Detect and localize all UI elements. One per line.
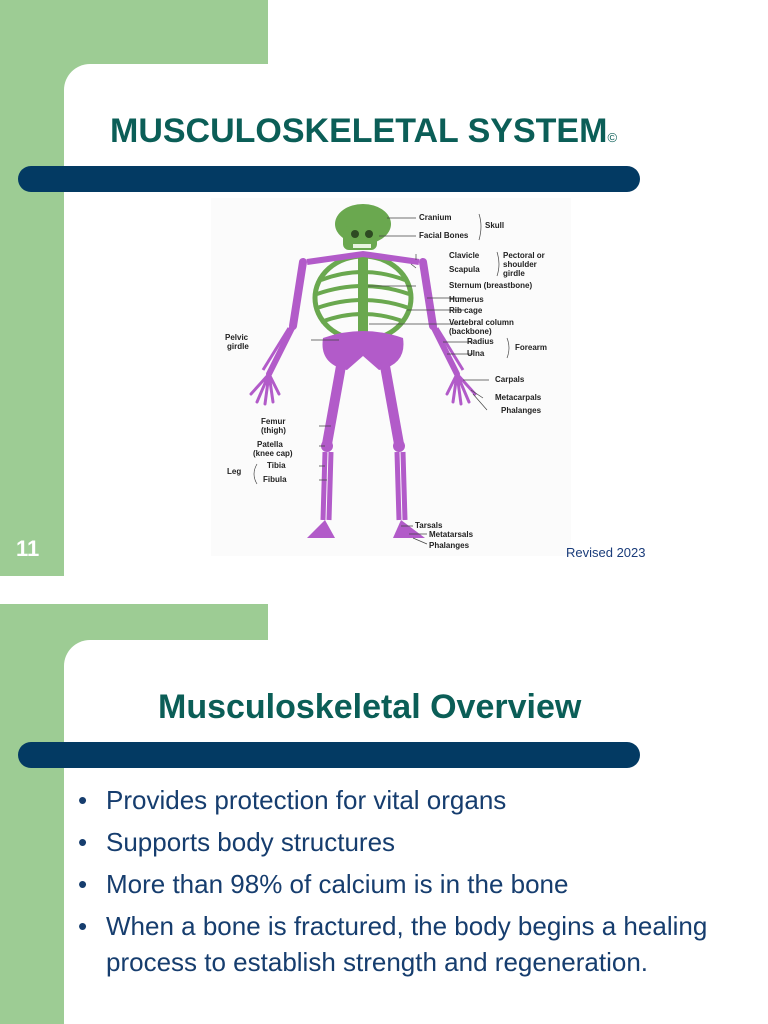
label-pectoral-2: shoulder — [503, 260, 537, 269]
left-hand — [249, 372, 281, 406]
label-femur-2: (thigh) — [261, 426, 286, 435]
slide1-title-bar — [18, 166, 640, 192]
slide1-title-text: MUSCULOSKELETAL SYSTEM — [110, 112, 608, 150]
right-femur — [380, 361, 404, 449]
label-rib-cage: Rib cage — [449, 306, 483, 315]
label-metacarpals: Metacarpals — [495, 393, 542, 402]
label-humerus: Humerus — [449, 295, 484, 304]
label-skull: Skull — [485, 221, 504, 230]
bullet-item: More than 98% of calcium is in the bone — [76, 866, 736, 902]
left-tibia — [320, 451, 334, 521]
label-forearm: Forearm — [515, 343, 547, 352]
left-humerus — [289, 258, 307, 330]
left-forearm — [266, 323, 296, 377]
label-pectoral-1: Pectoral or — [503, 251, 545, 260]
label-femur-1: Femur — [261, 417, 285, 426]
label-metatarsals: Metatarsals — [429, 530, 474, 539]
label-radius: Radius — [467, 337, 494, 346]
bullet-item: Provides protection for vital organs — [76, 782, 736, 818]
bullet-item: Supports body structures — [76, 824, 736, 860]
slide1-title: MUSCULOSKELETAL SYSTEM© — [110, 112, 617, 151]
label-vertebral-1: Vertebral column — [449, 318, 514, 327]
pelvis-shape — [322, 331, 404, 370]
label-sternum: Sternum (breastbone) — [449, 281, 532, 290]
right-humerus — [419, 258, 437, 330]
label-scapula: Scapula — [449, 265, 480, 274]
slide2-title-bar — [18, 742, 640, 768]
bullet-item: When a bone is fractured, the body begin… — [76, 908, 736, 980]
label-phalanges-foot: Phalanges — [429, 541, 470, 550]
label-pelvic-2: girdle — [227, 342, 249, 351]
skeleton-illustration: Cranium Skull Facial Bones Clavicle Scap… — [225, 204, 547, 550]
left-foot — [307, 520, 335, 538]
label-fibula: Fibula — [263, 475, 287, 484]
label-patella-1: Patella — [257, 440, 283, 449]
label-facial-bones: Facial Bones — [419, 231, 469, 240]
right-forearm — [430, 323, 460, 377]
label-cranium: Cranium — [419, 213, 451, 222]
footer-revised: Revised 2023 — [566, 545, 646, 560]
label-pelvic-1: Pelvic — [225, 333, 249, 342]
left-femur — [322, 361, 346, 449]
slide-number: 11 — [16, 536, 40, 561]
right-foot — [393, 520, 425, 538]
label-vertebral-2: (backbone) — [449, 327, 492, 336]
overview-bullet-list: Provides protection for vital organs Sup… — [76, 782, 736, 986]
label-patella-2: (knee cap) — [253, 449, 293, 458]
clavicle-shape — [306, 250, 420, 265]
label-phalanges-hand: Phalanges — [501, 406, 542, 415]
label-tarsals: Tarsals — [415, 521, 443, 530]
label-leg: Leg — [227, 467, 241, 476]
label-pectoral-3: girdle — [503, 269, 525, 278]
copyright-mark: © — [607, 130, 618, 145]
slide2-title: Musculoskeletal Overview — [158, 688, 582, 726]
right-hand — [445, 372, 477, 406]
label-tibia: Tibia — [267, 461, 286, 470]
right-tibia — [394, 451, 408, 521]
label-carpals: Carpals — [495, 375, 525, 384]
skeleton-diagram: Cranium Skull Facial Bones Clavicle Scap… — [211, 198, 571, 556]
label-clavicle: Clavicle — [449, 251, 480, 260]
label-ulna: Ulna — [467, 349, 485, 358]
